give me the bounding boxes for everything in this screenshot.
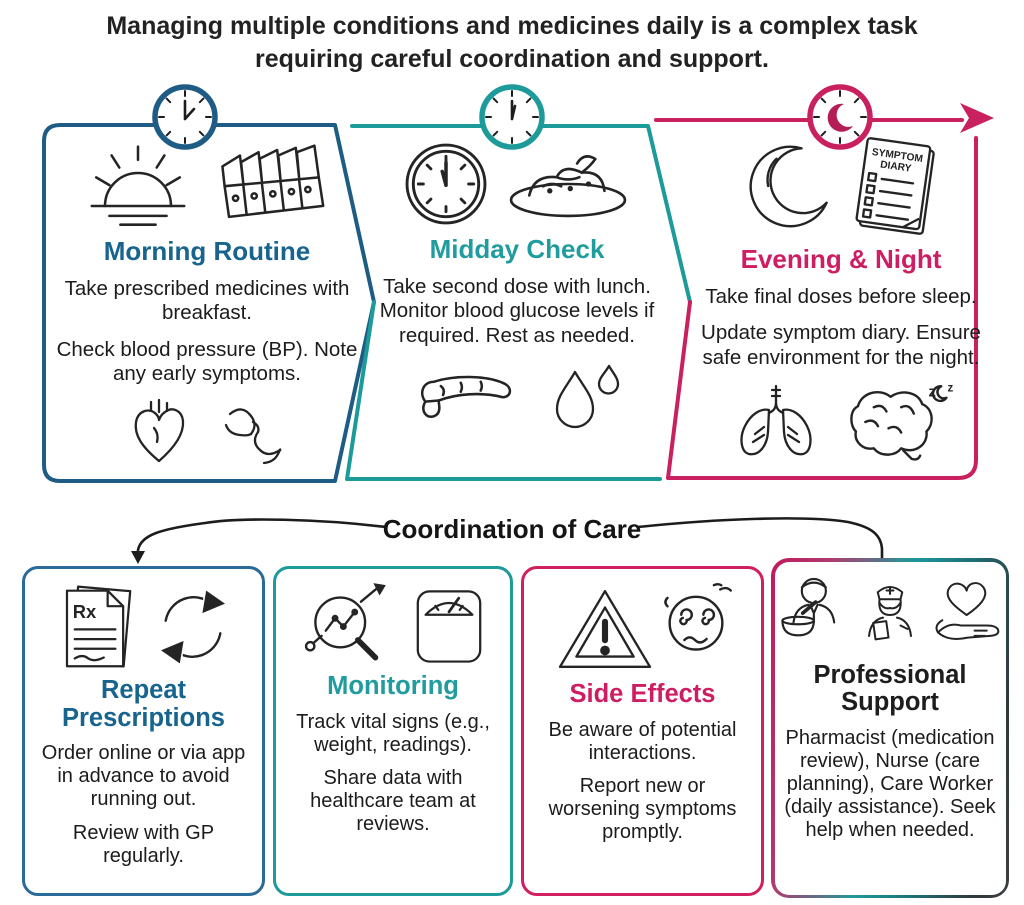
repeat-prescriptions-icons: Rx [25,581,262,673]
midday-icons [372,140,662,228]
repeat-prescriptions-title: Repeat Prescriptions [62,676,225,732]
morning-text-1: Take prescribed medicines with breakfast… [64,277,350,325]
connector-arrowhead-icon [131,551,145,564]
pill-organizer-icon [221,144,325,219]
hand-heart-icon [935,581,1000,640]
sleeping-brain-icon: z z [850,382,953,461]
morning-text-2: Check blood pressure (BP). Note any earl… [56,337,358,385]
evening-footer-icons: z z [698,382,984,462]
evening-text-2: Update symptom diary. Ensure safe enviro… [701,321,981,369]
monitoring-icons [276,581,510,669]
sleep-z-small: z [947,382,953,394]
pharmacist-icon [781,577,836,636]
midday-text-1: Take second dose with lunch. Monitor blo… [379,275,655,347]
panel-evening-night: SYMPTOM DIARY Evening & Night Take final… [698,136,984,462]
morning-panel-border [42,123,376,483]
nurse-icon [867,585,913,640]
refresh-arrows-icon [157,587,228,667]
heart-organ-icon [134,398,185,463]
panel-morning-routine: Morning Routine Take prescribed medicine… [48,138,366,468]
morning-clock-badge-icon [152,84,218,150]
professional-support-icons [775,572,1006,658]
midday-panel-border [345,124,692,481]
meal-plate-icon [509,155,627,218]
weighing-scale-icon [416,590,482,663]
rx-prescription-icon: Rx [65,585,131,668]
professional-support-title: Professional Support [813,660,967,717]
midday-title: Midday Check [429,234,605,264]
repeat-prescriptions-text-2: Review with GP regularly. [72,821,215,867]
side-effects-text-2: Report new or worsening symptoms promptl… [548,774,737,844]
timeline-arrowhead-icon [960,103,994,133]
evening-moon-badge-icon [807,84,873,150]
magnifier-chart-icon [304,583,386,661]
card-professional-support: Professional Support Pharmacist (medicat… [771,558,1009,898]
crescent-moon-icon [749,145,828,228]
lungs-icon [740,384,812,456]
pancreas-icon [421,375,512,418]
page-title: Managing multiple conditions and medicin… [0,10,1024,76]
side-effects-icons [524,581,761,677]
wall-clock-icon [405,143,487,225]
rx-label: Rx [72,601,96,622]
midday-clock-badge-icon [479,84,545,150]
panel-midday-check: Midday Check Take second dose with lunch… [372,140,662,430]
morning-title: Morning Routine [103,236,311,266]
evening-icons: SYMPTOM DIARY [698,136,984,238]
card-repeat-prescriptions: Rx Repeat Prescriptions Order online or … [22,566,265,896]
coordination-connectors [136,517,884,562]
monitoring-title: Monitoring [327,672,459,700]
dizzy-face-icon [663,582,732,651]
side-effects-text-1: Be aware of potential interactions. [548,718,737,764]
sunrise-icon [90,145,186,226]
monitoring-text-2: Share data with healthcare team at revie… [310,766,476,836]
side-effects-title: Side Effects [569,680,716,708]
evening-title: Evening & Night [740,244,942,274]
card-side-effects: Side Effects Be aware of potential inter… [521,566,764,896]
monitoring-text-1: Track vital signs (e.g., weight, reading… [296,710,490,756]
professional-support-text-1: Pharmacist (medication review), Nurse (c… [784,726,996,842]
card-monitoring: Monitoring Track vital signs (e.g., weig… [273,566,513,896]
page-title-line2: requiring careful coordination and suppo… [255,45,769,73]
diary-label-line2: DIARY [879,159,912,174]
tiny-moon-icon [931,384,948,402]
midday-footer-icons [372,360,662,430]
morning-icons [48,138,366,230]
joint-icon [224,408,282,465]
symptom-diary-icon: SYMPTOM DIARY [855,137,935,235]
morning-footer-icons [48,398,366,468]
coordination-of-care-label: Coordination of Care [382,514,642,544]
page-title-line1: Managing multiple conditions and medicin… [106,12,918,40]
warning-triangle-icon [558,590,651,668]
evening-text-1: Take final doses before sleep. [705,285,977,309]
droplets-icon [555,364,620,429]
repeat-prescriptions-text-1: Order online or via app in advance to av… [41,742,246,811]
